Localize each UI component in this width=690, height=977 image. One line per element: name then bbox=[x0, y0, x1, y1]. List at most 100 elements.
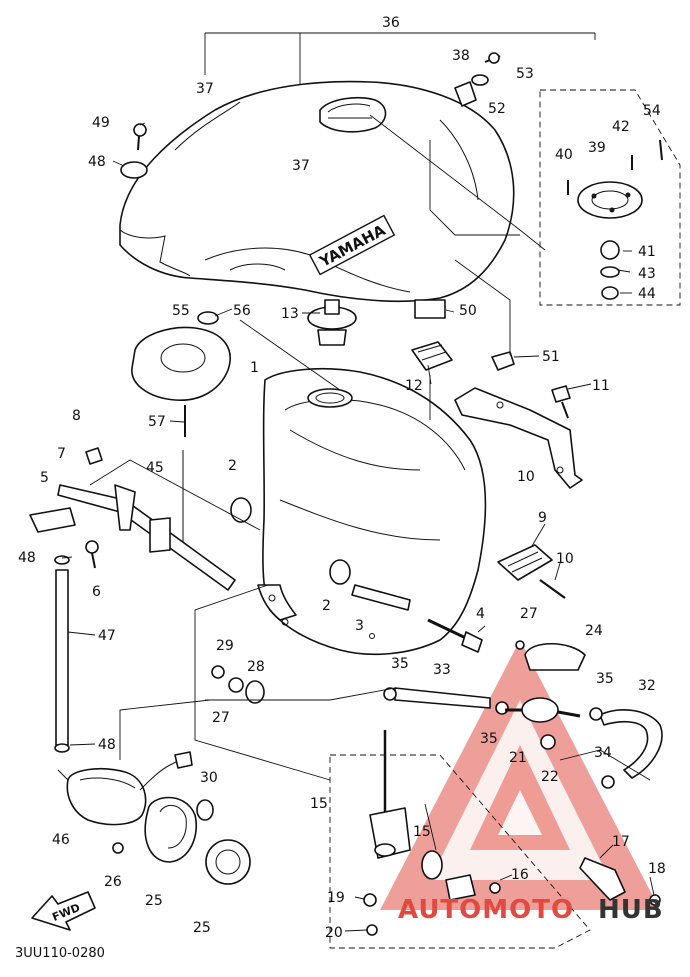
callout-43: 43 bbox=[638, 266, 656, 282]
filler-neck-cover bbox=[131, 311, 231, 437]
callout-4: 4 bbox=[476, 606, 485, 622]
callout-15: 15 bbox=[310, 796, 328, 812]
fuel-cap bbox=[302, 299, 357, 346]
callout-26: 25 bbox=[145, 893, 163, 909]
pump-bracket bbox=[144, 796, 197, 863]
callout-22: 21 bbox=[509, 750, 527, 766]
callout-29: 27 bbox=[212, 710, 230, 726]
left-bracket bbox=[29, 447, 236, 591]
callout-49: 48 bbox=[88, 154, 106, 170]
callout-35: 35 bbox=[596, 671, 614, 687]
callout-37: 37 bbox=[292, 158, 310, 174]
callout-13: 12 bbox=[405, 378, 423, 394]
fuel-tank bbox=[257, 367, 487, 656]
callout-34: 34 bbox=[594, 745, 612, 761]
fuel-cock-group bbox=[329, 730, 591, 949]
callout-39: 39 bbox=[588, 140, 606, 156]
grommet-31 bbox=[196, 799, 214, 821]
callout-47: 47 bbox=[98, 628, 116, 644]
callout-14: 13 bbox=[281, 306, 299, 322]
tank-top-cover: YAMAHA bbox=[119, 32, 596, 303]
fuel-hose-32 bbox=[599, 709, 663, 779]
callout-40: 40 bbox=[555, 147, 573, 163]
washer-53 bbox=[471, 74, 489, 86]
callout-51: 50 bbox=[459, 303, 477, 319]
clip-23 bbox=[540, 734, 556, 750]
grommet-28 bbox=[245, 680, 265, 704]
callout-19: 18 bbox=[648, 861, 666, 877]
callout-35: 35 bbox=[480, 731, 498, 747]
callout-57: 56 bbox=[233, 303, 251, 319]
forward-arrow: FWD bbox=[31, 891, 96, 931]
damper-pad bbox=[414, 299, 446, 319]
callout-9: 9 bbox=[538, 510, 547, 526]
callout-1: 1 bbox=[250, 360, 259, 376]
callout-37: 37 bbox=[196, 81, 214, 97]
joint-pipe-18 bbox=[579, 857, 626, 901]
watermark-text-suffix: HUB bbox=[598, 895, 664, 925]
screw-27 bbox=[515, 640, 525, 650]
tank-damper bbox=[497, 544, 553, 581]
callout-45: 45 bbox=[146, 460, 164, 476]
callout-50: 49 bbox=[92, 115, 110, 131]
callout-36: 36 bbox=[382, 15, 400, 31]
callout-35: 35 bbox=[391, 656, 409, 672]
callout-27: 26 bbox=[104, 874, 122, 890]
callout-10: 10 bbox=[556, 551, 574, 567]
callout-25: 25 bbox=[193, 920, 211, 936]
vent-pipe bbox=[351, 584, 411, 611]
fuel-gauge-group bbox=[539, 89, 681, 306]
callout-30: 29 bbox=[216, 638, 234, 654]
clamp-35 bbox=[495, 701, 509, 715]
hose-47 bbox=[54, 555, 70, 753]
watermark-logo bbox=[380, 640, 660, 910]
grommet bbox=[329, 559, 351, 585]
screw-54 bbox=[484, 52, 501, 64]
grommet bbox=[230, 497, 252, 523]
callout-3: 3 bbox=[355, 618, 364, 634]
callout-11: 10 bbox=[517, 469, 535, 485]
callout-52: 51 bbox=[542, 349, 560, 365]
clamp-34 bbox=[601, 775, 615, 789]
callout-28: 28 bbox=[247, 659, 265, 675]
callout-32: 32 bbox=[638, 678, 656, 694]
bolt-12 bbox=[551, 385, 571, 419]
callout-46: 46 bbox=[52, 832, 70, 848]
callout-56: 55 bbox=[172, 303, 190, 319]
callout-17: 16 bbox=[511, 867, 529, 883]
callout-23: 22 bbox=[541, 769, 559, 785]
callout-5: 5 bbox=[40, 470, 49, 486]
callout-leaders bbox=[61, 122, 655, 932]
screw-50 bbox=[133, 123, 147, 151]
screw-19 bbox=[649, 894, 661, 906]
callout-numbers: 36 37 37 38 53 52 54 42 39 40 41 43 44 4… bbox=[18, 15, 666, 941]
fuel-pump bbox=[57, 759, 181, 826]
bracket-38 bbox=[454, 81, 477, 107]
callout-55: 54 bbox=[643, 103, 661, 119]
callout-16: 15 bbox=[413, 824, 431, 840]
callout-44: 44 bbox=[638, 286, 656, 302]
callout-12: 11 bbox=[592, 378, 610, 394]
callout-2: 2 bbox=[228, 458, 237, 474]
bolt-30 bbox=[211, 665, 225, 679]
callout-2: 2 bbox=[322, 598, 331, 614]
callout-54: 53 bbox=[516, 66, 534, 82]
fuel-hose-33 bbox=[394, 687, 491, 709]
diagram-code: 3UU110-0280 bbox=[15, 946, 105, 961]
callout-48: 48 bbox=[98, 737, 116, 753]
collar-29 bbox=[228, 677, 244, 693]
callout-18: 17 bbox=[612, 834, 630, 850]
damper-49 bbox=[120, 161, 148, 179]
callout-7: 7 bbox=[57, 446, 66, 462]
callout-33: 33 bbox=[433, 662, 451, 678]
watermark-text-prefix: AUTOMOTO bbox=[398, 895, 574, 925]
callout-24: 24 bbox=[585, 623, 603, 639]
callout-31: 30 bbox=[200, 770, 218, 786]
clamp-35 bbox=[589, 707, 603, 721]
callout-6: 6 bbox=[92, 584, 101, 600]
clamp-35 bbox=[383, 687, 397, 701]
callout-8: 8 bbox=[72, 408, 81, 424]
rubber-block bbox=[411, 341, 453, 371]
callout-53: 52 bbox=[488, 101, 506, 117]
